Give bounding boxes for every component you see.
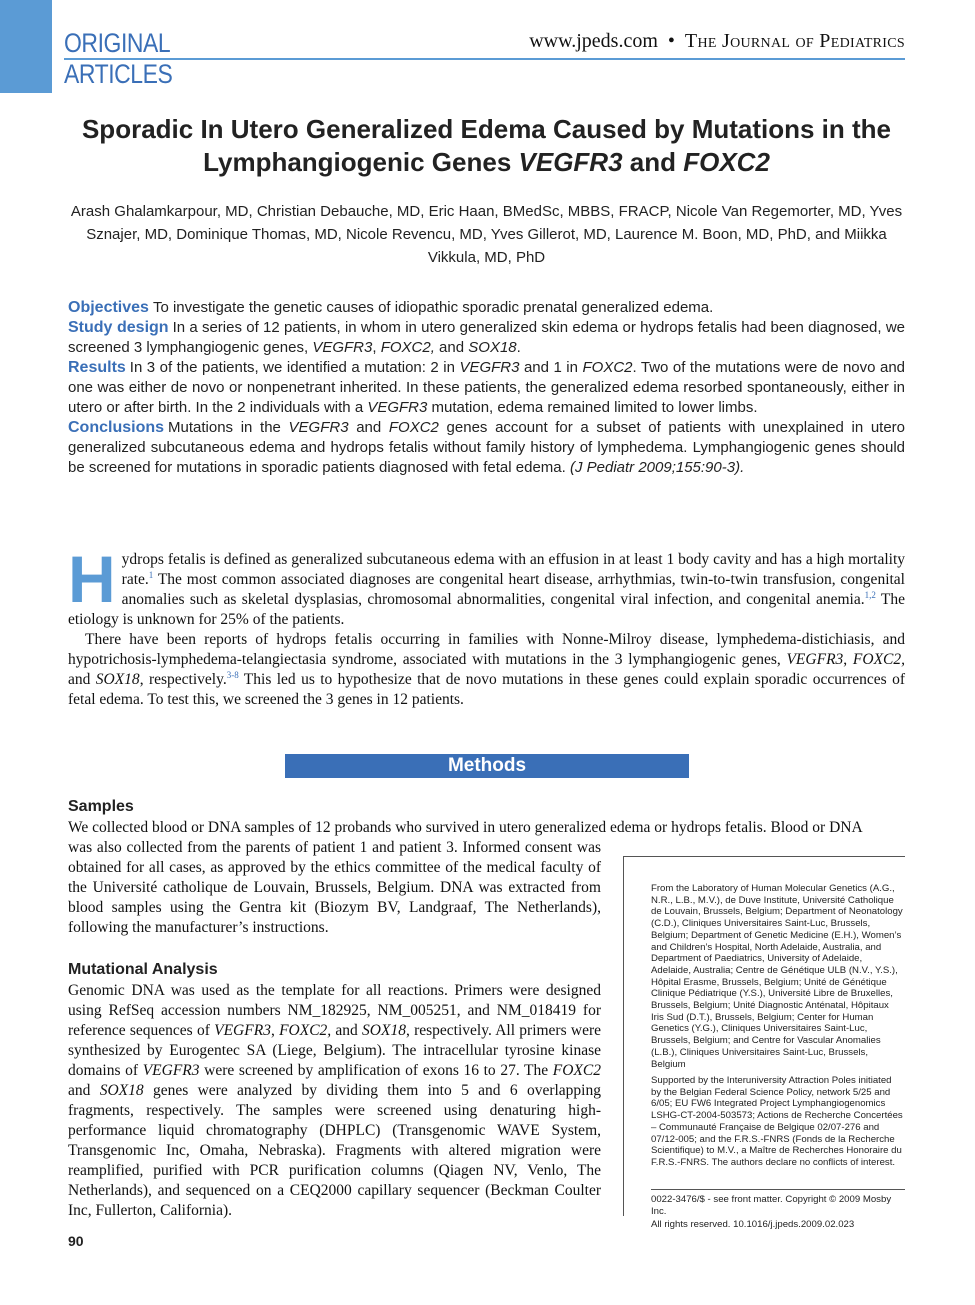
study-text: In a series of 12 patients, in whom in u… <box>68 319 905 356</box>
text-run: , respectively. <box>139 671 227 688</box>
results-label: Results <box>68 359 126 376</box>
reference-link[interactable]: 1 <box>148 569 154 580</box>
text-run: and <box>434 339 469 356</box>
gene-name: FOXC2, <box>279 1022 332 1039</box>
study-design-label: Study design <box>68 319 169 336</box>
section-label: ORIGINAL ARTICLES <box>64 28 173 90</box>
gene-name: VEGFR3 <box>142 1062 200 1079</box>
sidebar-divider <box>623 856 624 1216</box>
text-run: , <box>372 339 381 356</box>
text-run: and <box>331 1022 363 1039</box>
gene-name: VEGFR3 <box>367 399 428 416</box>
header-separator: • <box>667 30 675 52</box>
text-run: , respectively. All primers were synthes… <box>68 1022 601 1079</box>
copyright-notice: 0022-3476/$ - see front matter. Copyrigh… <box>651 1194 904 1231</box>
title-and: and <box>622 147 684 177</box>
text-run: Genomic DNA was used as the template for… <box>68 982 601 1039</box>
gene-name: FOXC2 <box>582 359 633 376</box>
intro-paragraph-2: There have been reports of hydrops fetal… <box>68 630 905 710</box>
text-run: There have been reports of hydrops fetal… <box>68 631 905 668</box>
text-run: and <box>68 1082 100 1099</box>
gene-name: SOX18 <box>99 1082 144 1099</box>
title-gene-foxc2: FOXC2 <box>683 147 770 177</box>
text-run: . <box>516 339 521 356</box>
gene-name: VEGFR3 <box>214 1022 271 1039</box>
text-run: The most common associated diagnoses are… <box>121 571 905 608</box>
affiliations-footnote: From the Laboratory of Human Molecular G… <box>651 883 903 1070</box>
samples-text-full-width: We collected blood or DNA samples of 12 … <box>68 819 863 836</box>
gene-name: VEGFR3 <box>312 339 373 356</box>
funding-footnote: Supported by the Interuniversity Attract… <box>651 1075 903 1168</box>
running-header: www.jpeds.com • The Journal of Pediatrics <box>529 30 905 53</box>
journal-website: www.jpeds.com <box>529 30 658 52</box>
header-rule <box>64 58 905 60</box>
objectives-text: To investigate the genetic causes of idi… <box>152 299 714 316</box>
conclusions-label: Conclusions <box>68 419 165 436</box>
gene-name: FOXC2, <box>380 339 435 356</box>
sidebar-rule <box>623 856 905 857</box>
text-run: genes were analyzed by dividing them int… <box>68 1082 601 1219</box>
text-run: mutation, edema remained limited to lowe… <box>427 399 758 416</box>
gene-name: SOX18 <box>95 671 140 688</box>
title-text: Sporadic In Utero Generalized Edema Caus… <box>81 114 892 177</box>
text-run: and 1 in <box>519 359 583 376</box>
author-list: Arash Ghalamkarpour, MD, Christian Debau… <box>70 203 903 266</box>
page-number: 90 <box>68 1233 84 1249</box>
methods-heading: Methods <box>285 754 689 778</box>
samples-heading: Samples <box>68 798 134 815</box>
text-run: ydrops fetalis is defined as generalized… <box>121 551 905 588</box>
gene-name: SOX18 <box>468 339 517 356</box>
gene-name: FOXC2, <box>852 651 905 668</box>
text-run: and <box>348 419 389 436</box>
gene-name: FOXC2 <box>552 1062 601 1079</box>
objectives-label: Objectives <box>68 299 149 316</box>
gene-name: VEGFR3 <box>288 419 349 436</box>
article-title: Sporadic In Utero Generalized Edema Caus… <box>64 113 909 179</box>
text-run: , <box>270 1022 280 1039</box>
drop-cap: H <box>68 542 116 616</box>
text-run: . Two of the mutations were de novo and … <box>68 359 906 416</box>
gene-name: VEGFR3 <box>459 359 520 376</box>
text-run: and <box>68 671 96 688</box>
section-label-line2: ARTICLES <box>64 59 173 89</box>
mutational-analysis-heading: Mutational Analysis <box>68 961 218 978</box>
journal-name: The Journal of Pediatrics <box>684 30 905 52</box>
reference-link[interactable]: 3-8 <box>226 669 239 680</box>
text-run: , <box>843 651 853 668</box>
copyright-rule <box>651 1189 905 1190</box>
gene-name: SOX18 <box>362 1022 406 1039</box>
text-run: In 3 of the patients, we identified a mu… <box>129 359 460 376</box>
section-color-bar <box>0 0 52 93</box>
text-run: genes account for a subset of patients w… <box>68 419 906 476</box>
text-run: This led us to hypothesize that de novo … <box>68 671 905 708</box>
gene-name: VEGFR3 <box>786 651 844 668</box>
mutational-analysis-text: Genomic DNA was used as the template for… <box>68 981 601 1221</box>
gene-name: FOXC2 <box>388 419 439 436</box>
text-run: The etiology is unknown for 25% of the p… <box>68 591 905 628</box>
text-run: were screened by amplification of exons … <box>199 1062 553 1079</box>
samples-text: was also collected from the parents of p… <box>68 839 601 936</box>
copyright-line: 0022-3476/$ - see front matter. Copyrigh… <box>651 1194 892 1217</box>
section-label-line1: ORIGINAL <box>64 28 171 58</box>
journal-citation: (J Pediatr 2009;155:90-3). <box>569 459 745 476</box>
title-gene-vegfr3: VEGFR3 <box>518 147 623 177</box>
reference-link[interactable]: 1,2 <box>864 589 876 600</box>
text-run: Mutations in the <box>168 419 289 436</box>
doi-line: All rights reserved. 10.1016/j.jpeds.200… <box>651 1219 855 1231</box>
